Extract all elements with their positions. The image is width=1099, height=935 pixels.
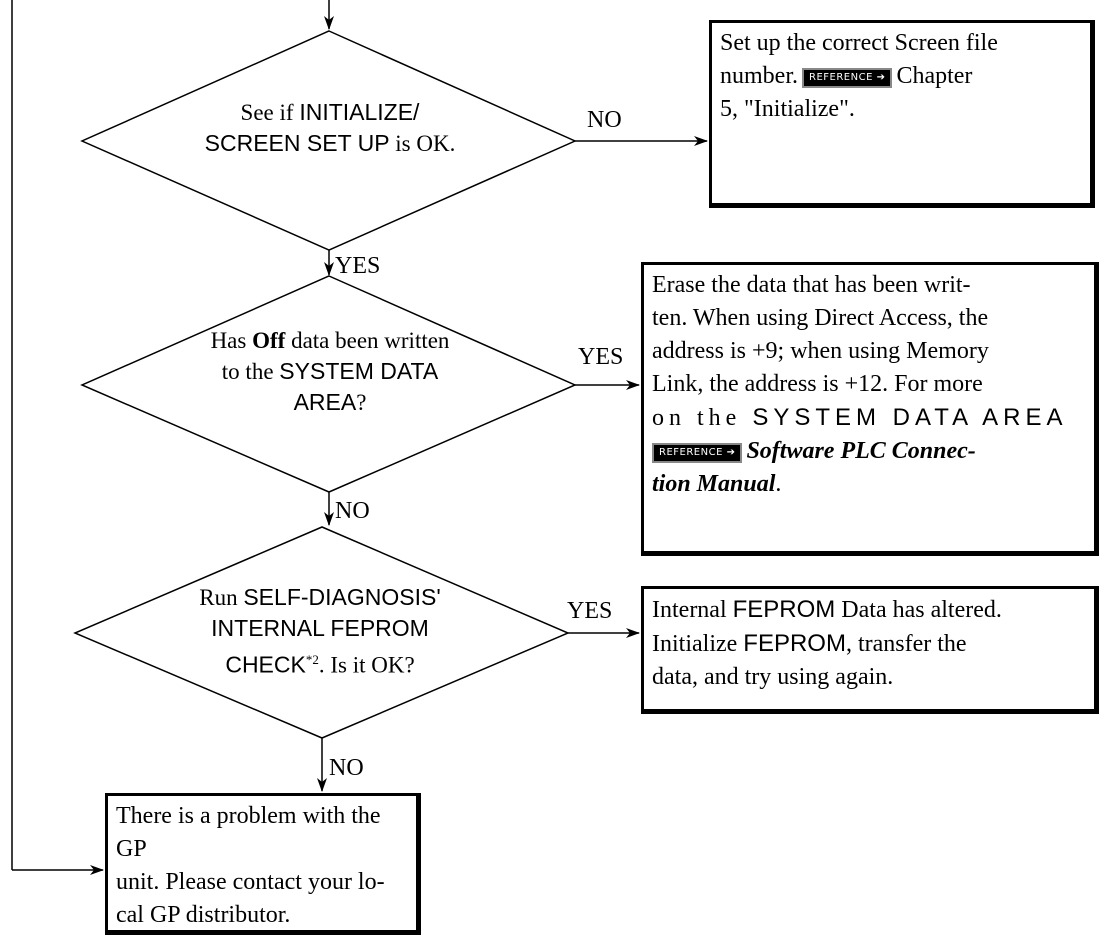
decision-2-system-data: SYSTEM DATA xyxy=(279,358,439,384)
box4-line1: There is a problem with the GP xyxy=(116,803,381,862)
decision-1-is-ok: is OK. xyxy=(389,131,456,156)
box3-line2a: Initialize xyxy=(652,631,744,657)
box3-line3: data, and try using again. xyxy=(652,664,894,690)
box3-line1a: Internal xyxy=(652,597,733,623)
decision-2-has: Has xyxy=(210,328,253,353)
decision-2-q: ? xyxy=(356,390,367,415)
label-yes-3: YES xyxy=(567,598,613,624)
decision-1-screen: SCREEN SET UP xyxy=(204,130,390,156)
decision-3-check: CHECK xyxy=(225,651,306,678)
box2-line6: Software PLC Connec- xyxy=(746,438,976,464)
box4-line2: unit. Please contact your lo- xyxy=(116,869,385,895)
decision-2-to-the: to the xyxy=(221,359,280,384)
action-box-feprom-altered: Internal FEPROM Data has altered. Initia… xyxy=(641,586,1099,714)
box3-line1c: Data has altered. xyxy=(835,597,1002,623)
box2-line7: tion Manual xyxy=(652,471,776,497)
decision-3-is-ok: . Is it OK? xyxy=(318,652,415,678)
action-box-contact-distributor: There is a problem with the GP unit. Ple… xyxy=(105,793,421,935)
action-box-screen-file: Set up the correct Screen file number.RE… xyxy=(709,20,1095,208)
box3-line2b: FEPROM xyxy=(743,630,846,657)
box2-line4: Link, the address is +12. For more xyxy=(652,371,983,397)
label-no-1: NO xyxy=(587,107,622,133)
decision-3-self-diagnosis: SELF-DIAGNOSIS' xyxy=(243,584,441,610)
decision-2-written: data been written xyxy=(285,328,450,353)
box4-line3: cal GP distributor. xyxy=(116,902,291,928)
decision-feprom-text: Run SELF-DIAGNOSIS' INTERNAL FEPROM CHEC… xyxy=(150,582,490,681)
box1-line1: Set up the correct Screen file xyxy=(720,30,998,56)
decision-3-run: Run xyxy=(199,585,244,610)
box1-line2b: Chapter xyxy=(896,63,973,89)
action-box-erase-data: Erase the data that has been writ- ten. … xyxy=(641,262,1099,556)
reference-arrow-icon: REFERENCE ➔ xyxy=(652,443,743,463)
reference-arrow-icon: REFERENCE ➔ xyxy=(802,68,893,88)
box2-line2: ten. When using Direct Access, the xyxy=(652,305,989,331)
box2-line3: address is +9; when using Memory xyxy=(652,338,989,364)
decision-1-see-if: See if xyxy=(240,100,300,125)
box2-line5a: on the xyxy=(652,405,753,431)
decision-3-footnote: *2 xyxy=(305,652,319,667)
label-no-2: NO xyxy=(335,498,370,524)
box3-line1b: FEPROM xyxy=(732,596,836,623)
box2-line7-end: . xyxy=(775,471,782,497)
box2-line1: Erase the data that has been writ- xyxy=(652,272,971,298)
decision-off-data-text: Has Off data been written to the SYSTEM … xyxy=(150,325,510,418)
box1-line2a: number. xyxy=(720,63,798,89)
decision-3-internal-feprom: INTERNAL FEPROM xyxy=(211,615,429,641)
decision-1-initialize: INITIALIZE/ xyxy=(299,99,420,125)
box2-line5b: SYSTEM DATA AREA xyxy=(752,404,1068,431)
box1-line3: 5, "Initialize". xyxy=(720,96,855,122)
label-no-3: NO xyxy=(329,755,364,781)
box3-line2c: , transfer the xyxy=(845,631,967,657)
label-yes-1: YES xyxy=(335,253,381,279)
decision-2-off: Off xyxy=(252,328,286,353)
label-yes-2: YES xyxy=(578,344,624,370)
decision-2-area: AREA xyxy=(293,389,357,415)
decision-initialize-text: See if INITIALIZE/ SCREEN SET UP is OK. xyxy=(160,97,500,159)
